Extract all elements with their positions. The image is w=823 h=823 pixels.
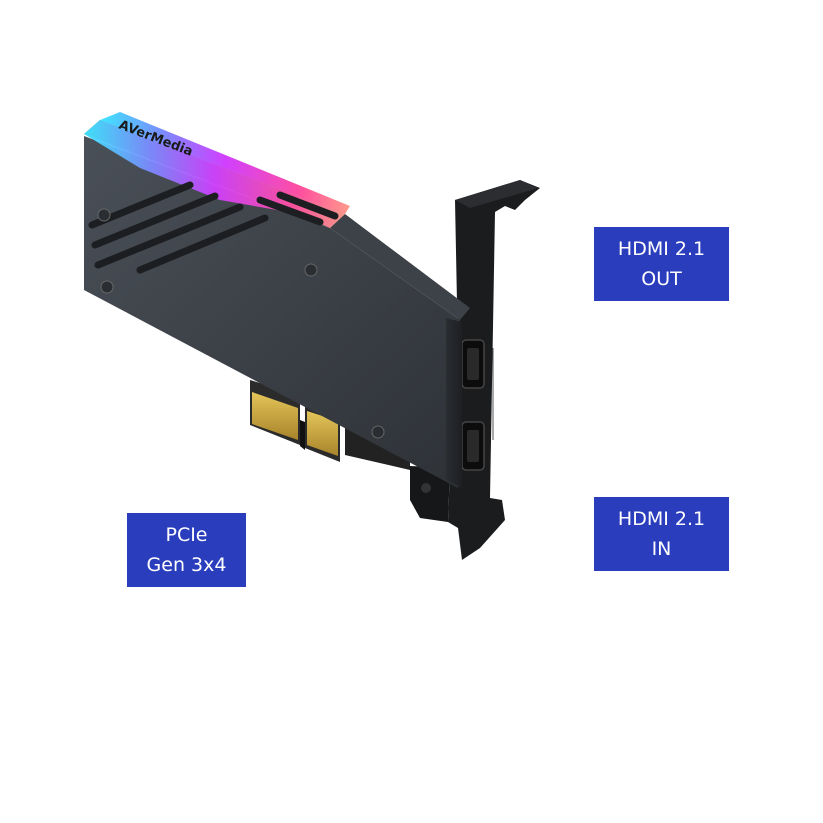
rgb-light-strip — [84, 112, 350, 228]
screw-icon — [97, 208, 111, 222]
gold-contacts — [252, 392, 338, 456]
screw-icon — [371, 425, 385, 439]
pcie-callout-line2: Gen 3x4 — [146, 554, 227, 576]
pcie-callout-line1: PCIe — [165, 524, 208, 546]
pcie-callout: PCIe Gen 3x4 — [127, 513, 246, 587]
hdmi-out-callout-line1: HDMI 2.1 — [617, 238, 706, 260]
hdmi-in-port — [461, 421, 485, 471]
io-bracket — [410, 180, 540, 560]
screws — [97, 208, 385, 439]
screw-icon — [304, 263, 318, 277]
hdmi-out-callout: HDMI 2.1 OUT — [594, 227, 729, 301]
decorative-stripes — [88, 181, 339, 274]
hdmi-out-callout-line2: OUT — [641, 268, 682, 290]
screw-icon — [100, 280, 114, 294]
hdmi-in-callout: HDMI 2.1 IN — [594, 497, 729, 571]
hdmi-in-callout-line2: IN — [651, 538, 672, 560]
bracket-screw-icon — [421, 483, 431, 493]
hdmi-out-port — [461, 339, 485, 389]
hdmi-in-callout-line1: HDMI 2.1 — [617, 508, 706, 530]
